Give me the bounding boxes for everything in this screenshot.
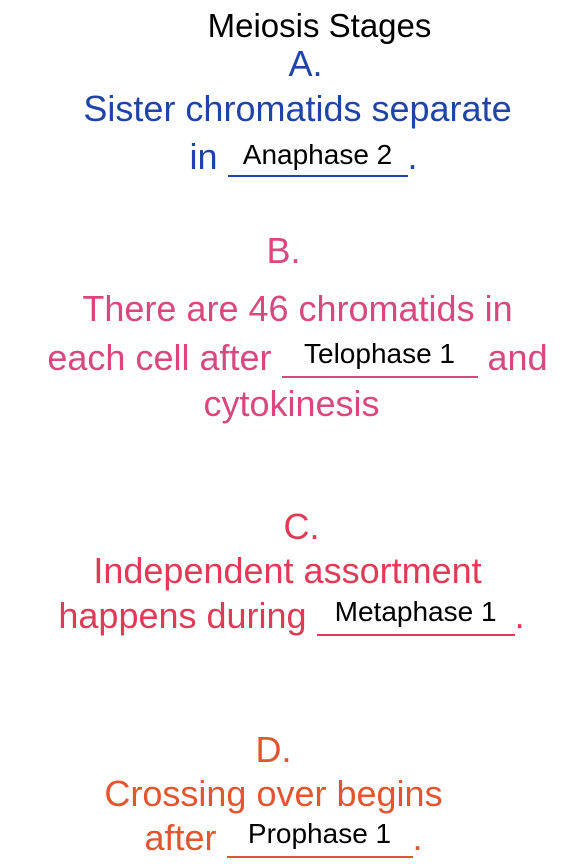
question-text: Crossing over begins — [104, 773, 443, 814]
question-text: Sister chromatids separate — [83, 88, 512, 129]
page-title: Meiosis Stages — [207, 7, 432, 44]
question-letter: A. — [288, 43, 323, 84]
answer-text: Prophase 1 — [247, 818, 392, 849]
answer-text: Metaphase 1 — [334, 596, 497, 627]
answer-blank[interactable]: Telophase 1 — [281, 338, 478, 378]
question-blank-line: after Prophase 1 . — [0, 817, 577, 858]
question-blank-line: in Anaphase 2 . — [10, 136, 587, 177]
question-suffix: and — [487, 337, 548, 378]
question-prefix: in — [189, 136, 218, 177]
question-prefix: each cell after — [47, 337, 272, 378]
answer-blank[interactable]: Anaphase 2 — [227, 139, 408, 177]
question-text: There are 46 chromatids in — [82, 288, 513, 329]
question-prefix: happens during — [58, 595, 307, 636]
question-letter: C. — [283, 506, 320, 547]
question-blank-line: happens during Metaphase 1 . — [0, 595, 585, 636]
question-text: Independent assortment — [93, 550, 482, 591]
question-suffix: . — [514, 595, 525, 636]
answer-text: Anaphase 2 — [242, 139, 393, 170]
question-letter: B. — [266, 230, 301, 271]
question-text-continued: cytokinesis — [203, 383, 380, 424]
answer-blank[interactable]: Metaphase 1 — [316, 596, 515, 636]
answer-text: Telophase 1 — [304, 338, 456, 369]
answer-blank[interactable]: Prophase 1 — [226, 818, 413, 858]
question-letter: D. — [255, 729, 292, 770]
question-blank-line: each cell after Telophase 1 and — [4, 337, 587, 378]
question-prefix: after — [144, 817, 217, 858]
question-suffix: . — [407, 136, 418, 177]
question-suffix: . — [412, 817, 423, 858]
